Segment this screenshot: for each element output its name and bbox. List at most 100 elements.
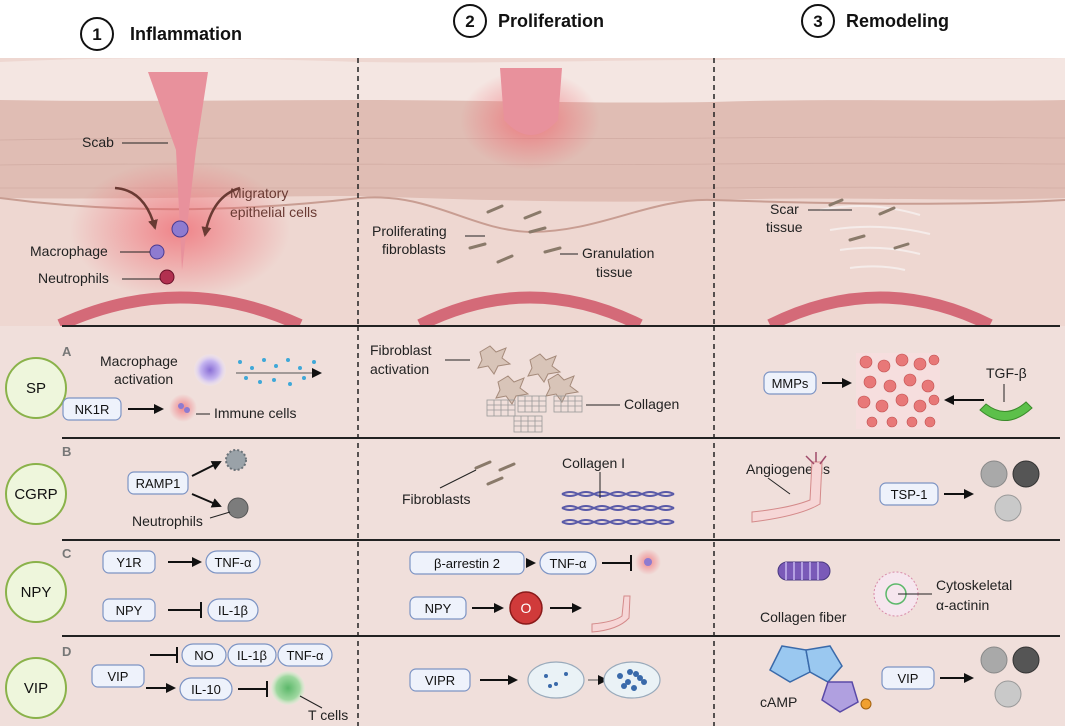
dense-cells — [617, 669, 647, 691]
row-sp: SP A — [5, 344, 72, 419]
fibroblasts-icon — [474, 460, 516, 486]
scar-label-line2: tissue — [766, 219, 803, 235]
ramp1-box — [127, 471, 189, 495]
il1b-box — [207, 598, 259, 622]
collagen-fiber-icon — [777, 561, 831, 581]
ramp1-arrow — [191, 461, 222, 477]
activated-fibroblasts-icon — [477, 345, 580, 405]
row-name: NPY — [21, 584, 52, 601]
il10-label: IL-10 — [191, 682, 221, 697]
collagen-fiber-label: Collagen fiber — [760, 609, 847, 625]
blood-vessel — [417, 291, 643, 331]
o-label: O — [521, 600, 532, 616]
fibroblast-activation-line1: Fibroblast — [370, 342, 432, 358]
mmps-label: MMPs — [772, 376, 809, 391]
row-circle — [5, 561, 67, 623]
row-circle — [5, 463, 67, 525]
vessel-sprout-icon — [591, 595, 631, 633]
dark-cell-icon — [1012, 460, 1040, 488]
leader-line — [209, 511, 231, 519]
scar-fibroblasts — [828, 198, 910, 250]
macrophage-activation-line1: Macrophage — [100, 353, 178, 369]
stage-number-circle — [80, 17, 114, 51]
npy-label: NPY — [116, 603, 143, 618]
vip2-label: VIP — [898, 671, 919, 686]
row-cgrp: CGRP B — [5, 444, 71, 525]
barr2-label: β-arrestin 2 — [434, 556, 500, 571]
blood-vessel — [767, 291, 993, 331]
row-name: CGRP — [14, 486, 57, 503]
activated-macrophage-icon — [194, 354, 226, 386]
stage-title: Inflammation — [130, 24, 242, 44]
leader-line — [767, 477, 791, 495]
mmps-box — [763, 371, 817, 395]
tnfa-box — [205, 550, 261, 574]
granulation-label-line2: tissue — [596, 264, 633, 280]
stage-number-circle — [453, 4, 487, 38]
scar-label-line1: Scar — [770, 201, 799, 217]
fibroblast-group — [468, 204, 562, 264]
row-letter: D — [62, 644, 71, 659]
il1b-label: IL-1β — [218, 603, 248, 618]
angiogenesis-label: Angiogenesis — [746, 461, 830, 477]
t-cells-label: T cells — [308, 707, 348, 723]
stage-header-1: 1 Inflammation — [80, 17, 242, 51]
immune-cells-label: Immune cells — [214, 405, 296, 421]
vip-tnfa-label: TNF-α — [286, 648, 324, 663]
fibroblast-activation-line2: activation — [370, 361, 429, 377]
tgfb-label: TGF-β — [986, 365, 1027, 381]
light-cell-icon — [994, 494, 1022, 522]
tsp1-box — [879, 482, 939, 506]
spiky-cell-icon — [225, 449, 247, 471]
tsp1-label: TSP-1 — [891, 487, 928, 502]
ecm-cells — [857, 353, 940, 428]
row-name: SP — [26, 380, 46, 397]
leader-line — [439, 469, 477, 489]
sparse-cells — [544, 672, 568, 688]
npy2-label: NPY — [425, 601, 452, 616]
tnfa2-box — [539, 551, 597, 575]
npy2-box — [409, 596, 467, 620]
grey-cell-icon — [980, 460, 1008, 488]
no-label: NO — [194, 648, 214, 663]
immune-cell-dot — [178, 403, 184, 409]
dark-cell-icon — [1012, 646, 1040, 674]
vip-tnfa-box — [277, 643, 333, 667]
culture-dish-dense-icon — [603, 661, 661, 699]
inflamed-cell-core — [644, 558, 652, 566]
cgrp-neutrophils-label: Neutrophils — [132, 513, 203, 529]
row-circle — [5, 657, 67, 719]
vip-label: VIP — [108, 669, 129, 684]
stage-number-circle — [801, 4, 835, 38]
ramp1-arrow — [191, 493, 222, 508]
neutrophils-label: Neutrophils — [38, 270, 109, 286]
neutrophil-icon — [227, 497, 249, 519]
macrophage-cell — [171, 220, 189, 238]
cytoskeletal-line2: α-actinin — [936, 597, 989, 613]
row-name: VIP — [24, 680, 48, 697]
tgfb-icon — [979, 401, 1033, 421]
scab — [148, 72, 208, 270]
tnfa-label: TNF-α — [214, 555, 252, 570]
row-circle — [5, 357, 67, 419]
macrophage-label: Macrophage — [30, 243, 108, 259]
proliferating-label-line1: Proliferating — [372, 223, 447, 239]
secretion-dots — [238, 358, 316, 386]
collagen-label: Collagen — [624, 396, 679, 412]
grey-cell-icon — [980, 646, 1008, 674]
light-cell-icon — [994, 680, 1022, 708]
stage-title: Proliferation — [498, 11, 604, 31]
vip-il1b-box — [227, 643, 277, 667]
cytoskeletal-line1: Cytoskeletal — [936, 577, 1012, 593]
camp-molecule-icon — [769, 645, 872, 713]
scab-small — [500, 68, 562, 135]
neutrophil-cell — [159, 269, 175, 285]
vip-il1b-label: IL-1β — [237, 648, 267, 663]
vip2-box — [881, 666, 935, 690]
vipr-label: VIPR — [425, 673, 455, 688]
vip-box — [91, 664, 145, 688]
culture-dish-sparse-icon — [527, 661, 585, 699]
immune-cell-dot — [184, 407, 190, 413]
